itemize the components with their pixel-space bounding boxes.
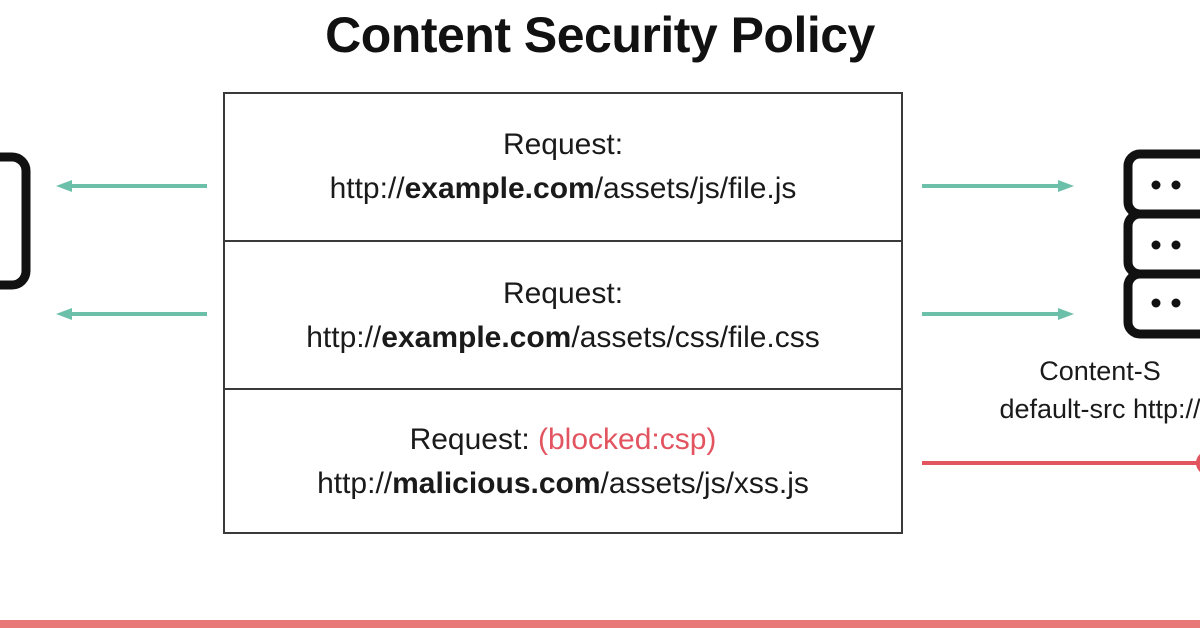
csp-caption-line2: default-src http:// (999, 394, 1200, 424)
url-path: /assets/css/file.css (571, 321, 820, 354)
allowed-arrow-left-2 (56, 308, 207, 320)
url-host: malicious.com (392, 467, 601, 500)
request-url: http://example.com/assets/css/file.css (306, 316, 820, 360)
request-row: Request: http://example.com/assets/css/f… (225, 240, 901, 390)
csp-caption-line1: Content-S (1039, 356, 1161, 386)
request-label: Request: (502, 277, 624, 310)
blocked-status: (blocked:csp) (538, 423, 717, 456)
url-scheme: http:// (306, 321, 382, 354)
request-label-line: Request: (blocked:csp) (410, 418, 717, 462)
url-host: example.com (404, 172, 595, 205)
url-path: /assets/js/xss.js (600, 467, 809, 500)
url-scheme: http:// (329, 172, 405, 205)
request-row: Request: (blocked:csp) http://malicious.… (225, 388, 901, 534)
request-row: Request: http://example.com/assets/js/fi… (225, 94, 901, 240)
request-url: http://malicious.com/assets/js/xss.js (317, 462, 809, 506)
page-title: Content Security Policy (325, 7, 875, 63)
browser-window-icon (0, 152, 31, 290)
bottom-rule (0, 620, 1200, 628)
url-path: /assets/js/file.js (594, 172, 797, 205)
request-label-line: Request: (503, 272, 623, 316)
allowed-arrow-right-1 (922, 180, 1074, 192)
url-scheme: http:// (317, 467, 393, 500)
blocked-connector (922, 454, 1200, 472)
allowed-arrow-left-1 (56, 180, 207, 192)
request-table: Request: http://example.com/assets/js/fi… (223, 92, 903, 534)
request-url: http://example.com/assets/js/file.js (330, 167, 797, 211)
server-icon (1123, 149, 1200, 339)
request-label: Request: (409, 423, 530, 456)
request-label: Request: (502, 128, 624, 161)
request-label-line: Request: (503, 123, 623, 167)
allowed-arrow-right-2 (922, 308, 1074, 320)
csp-header-caption: Content-S default-src http:// (950, 352, 1200, 428)
url-host: example.com (381, 321, 572, 354)
